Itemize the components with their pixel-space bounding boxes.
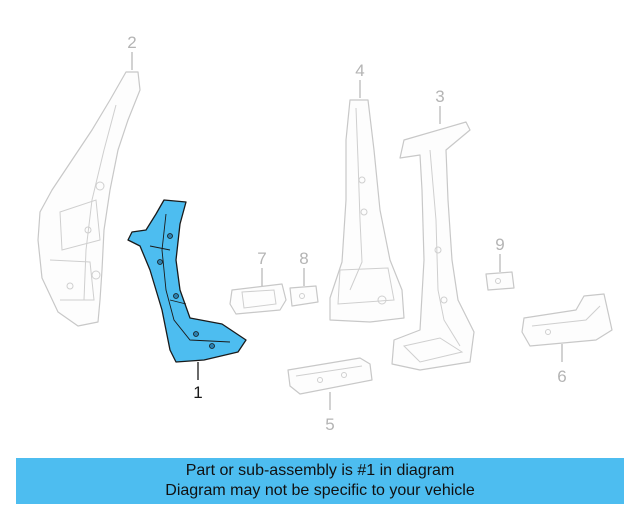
callout-2: 2	[127, 33, 136, 52]
callout-1: 1	[193, 383, 202, 402]
part-9-block	[485, 271, 515, 291]
part-6-sill	[521, 293, 613, 347]
callout-7: 7	[257, 249, 266, 268]
callout-6: 6	[557, 367, 566, 386]
parts-diagram: 2 4 3 7 8 9 5 6 1	[37, 33, 613, 434]
part-8-block	[289, 285, 319, 307]
callout-5: 5	[325, 415, 334, 434]
part-4-pillar	[329, 99, 405, 323]
callout-9: 9	[495, 235, 504, 254]
callout-4: 4	[355, 61, 364, 80]
part-5-reinforcement	[287, 357, 373, 395]
part-1-highlighted-pillar[interactable]	[127, 199, 247, 363]
part-7-bracket	[229, 283, 287, 315]
part-2-side-panel	[37, 71, 141, 327]
info-banner: Part or sub-assembly is #1 in diagram Di…	[16, 458, 624, 504]
banner-line-2: Diagram may not be specific to your vehi…	[165, 482, 475, 499]
callout-8: 8	[299, 249, 308, 268]
part-3-b-pillar	[391, 121, 475, 371]
banner-line-1: Part or sub-assembly is #1 in diagram	[185, 462, 455, 479]
callout-3: 3	[435, 87, 444, 106]
